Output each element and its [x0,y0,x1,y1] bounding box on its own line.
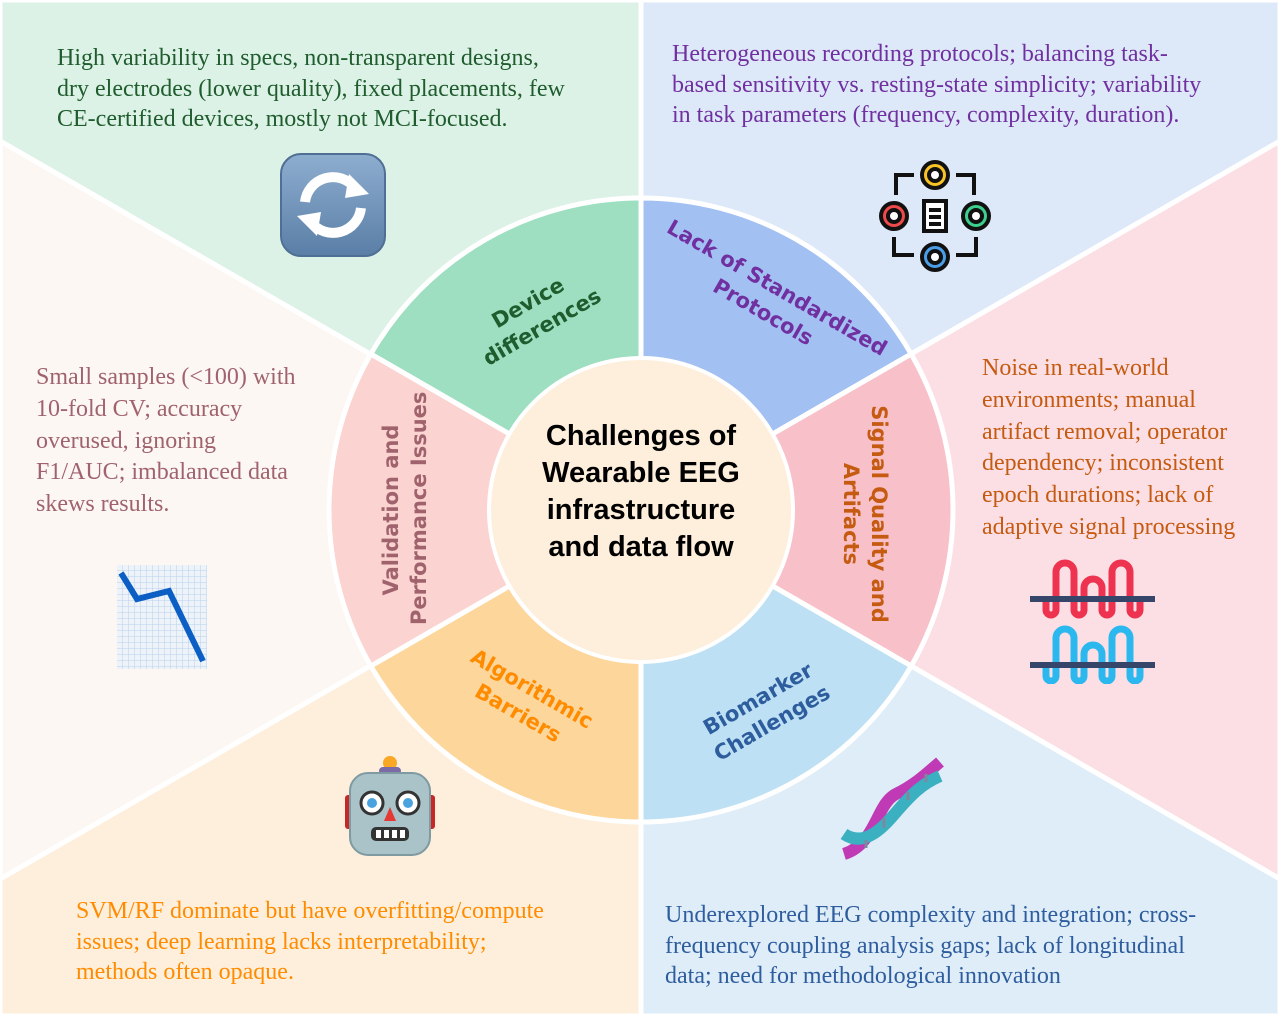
background-region-validation [0,138,647,882]
signal-wave-icon [1030,559,1155,684]
description-biomarker: Underexplored EEG complexity and integra… [665,902,1197,989]
ring-segment-signal [635,350,956,670]
description-device: High variability in specs, non-transpare… [57,45,565,132]
center-circle [487,356,795,664]
center-title: Challenges of Wearable EEG infrastructur… [490,418,792,566]
title-line: Challenges of [545,420,737,452]
description-algorithmic: SVM/RF dominate but have overfitting/com… [76,898,544,985]
title-line: infrastructure [546,494,736,526]
title-line: Wearable EEG [542,457,740,489]
description-protocols: Heterogeneous recording protocols; balan… [672,41,1202,128]
ring-segment-validation [326,350,647,670]
refresh-icon [280,153,386,257]
declining-chart-icon [117,565,207,669]
dna-icon [840,757,944,860]
robot-icon [345,756,435,856]
gears-workflow-icon [879,160,991,272]
title-line: and data flow [548,531,734,563]
